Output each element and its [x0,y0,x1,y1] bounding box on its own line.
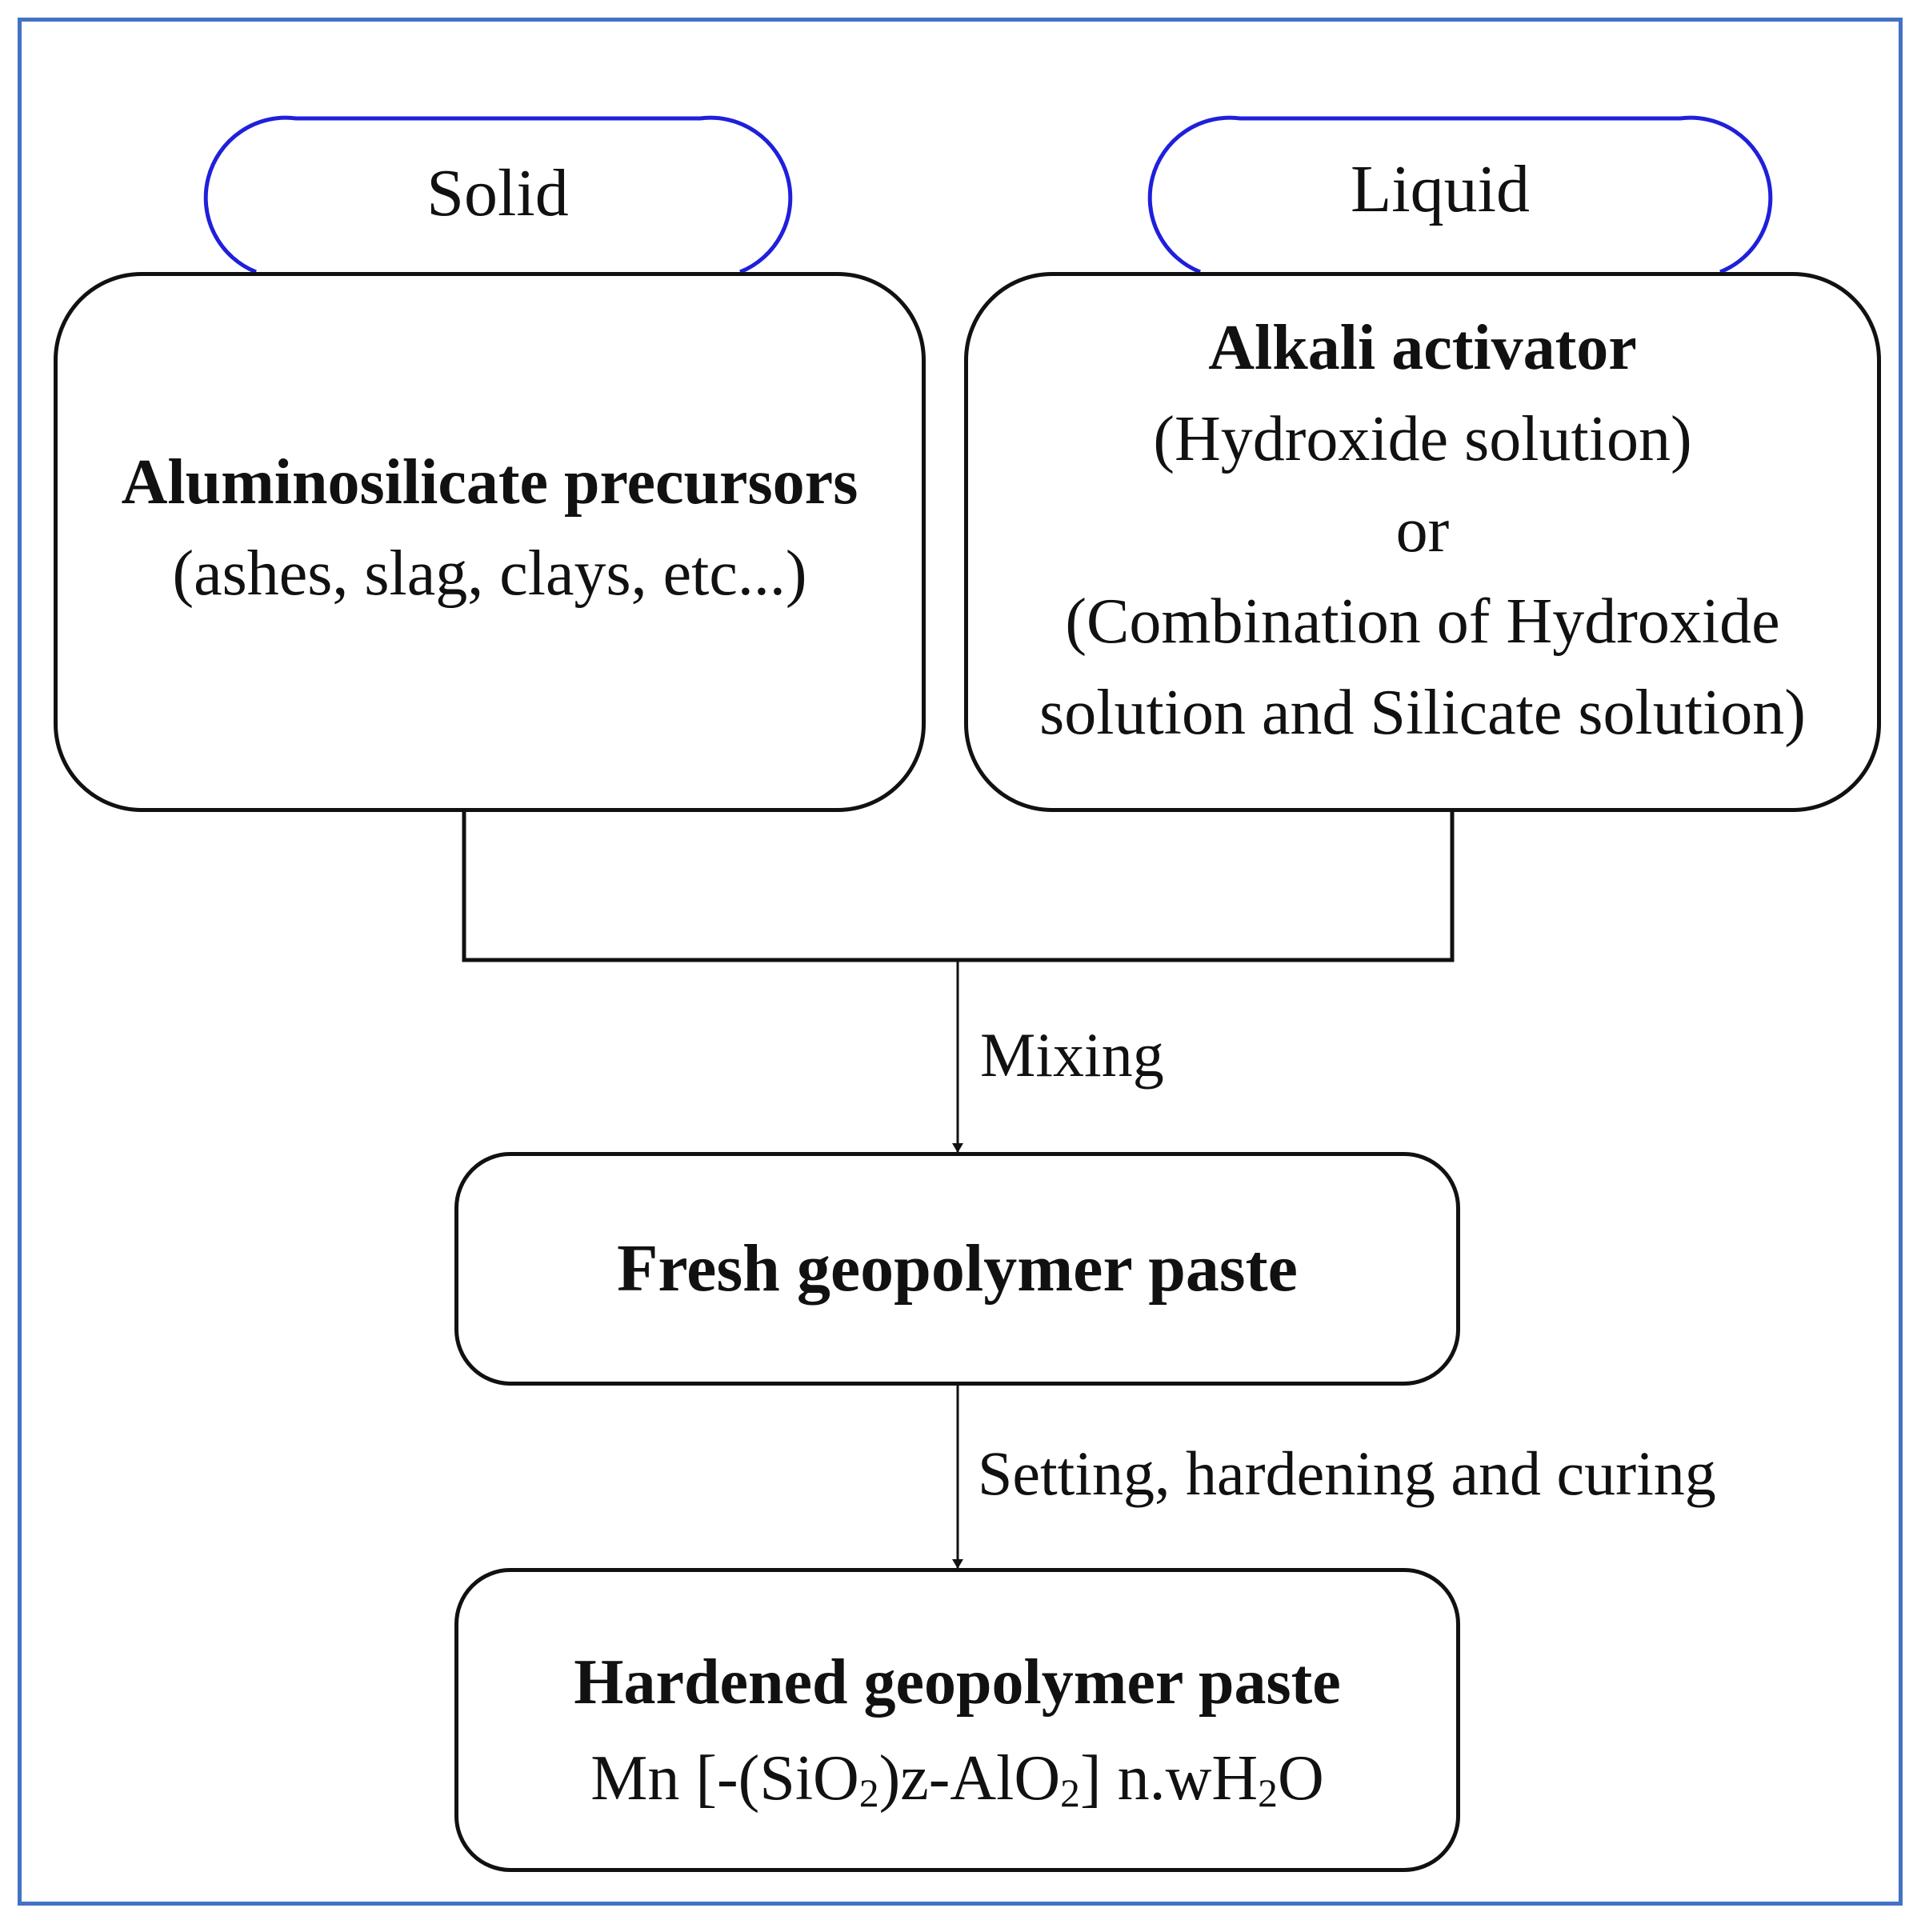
solid-label: Solid [426,156,569,230]
formula-sub-1: 2 [858,1770,879,1815]
formula-part-1: Mn [-(SiO [590,1743,859,1814]
outer-frame [18,18,1903,1906]
liquid-pill-outline [1147,115,1773,274]
precursor-box: Aluminosilicate precursors (ashes, slag,… [54,272,926,812]
formula-part-4: O [1277,1743,1324,1814]
fresh-paste-box: Fresh geopolymer paste [454,1152,1460,1386]
activator-line-4: solution and Silicate solution) [1039,678,1806,748]
activator-title: Alkali activator [1208,313,1637,383]
formula-part-2: )z-AlO [878,1743,1061,1814]
liquid-label: Liquid [1351,152,1530,226]
formula-sub-2: 2 [1060,1770,1080,1815]
activator-line-1: (Hydroxide solution) [1153,404,1692,474]
precursor-title: Aluminosilicate precursors [121,447,858,518]
activator-box: Alkali activator (Hydroxide solution) or… [964,272,1881,812]
precursor-subtitle: (ashes, slag, clays, etc...) [172,538,807,609]
solid-pill-outline [203,115,793,274]
mixing-label: Mixing [980,1020,1164,1090]
activator-line-3: (Combination of Hydroxide [1065,586,1780,657]
hardened-paste-box: Hardened geopolymer paste Mn [-(SiO2)z-A… [454,1568,1460,1872]
curing-label: Setting, hardening and curing [978,1438,1716,1508]
formula-sub-3: 2 [1258,1770,1278,1815]
hardened-paste-formula: Mn [-(SiO2)z-AlO2] n.wH2O [590,1746,1323,1813]
join-connector [462,812,1455,962]
activator-line-2: or [1395,495,1450,566]
fresh-paste-title: Fresh geopolymer paste [617,1231,1298,1306]
hardened-paste-title: Hardened geopolymer paste [574,1647,1341,1718]
formula-part-3: ] n.wH [1079,1743,1259,1814]
